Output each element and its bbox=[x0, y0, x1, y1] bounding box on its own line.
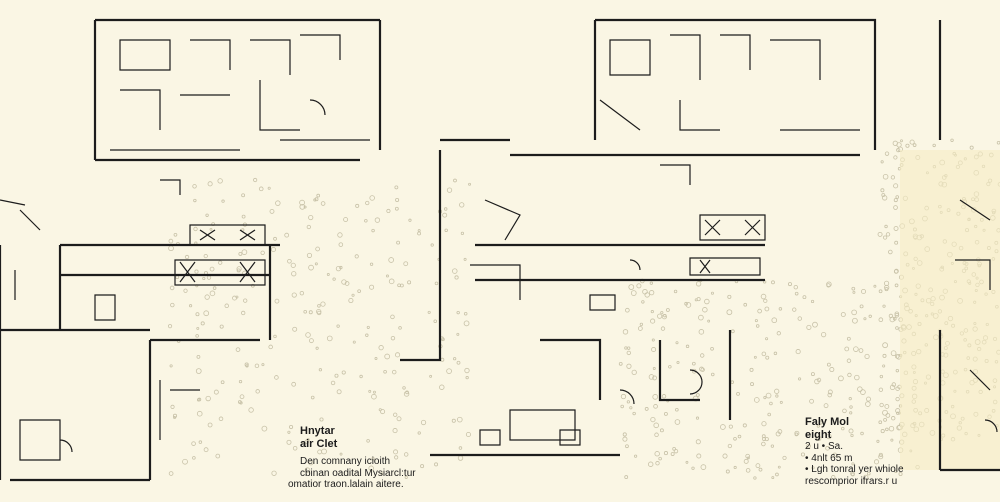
caption-text-line: cbinan oadital Mysiarcl:tur bbox=[300, 467, 416, 479]
caption-title-line: Hnytar bbox=[300, 425, 335, 437]
caption-text-line: 2 u • Sa. bbox=[805, 441, 843, 453]
caption-title-line: air Clet bbox=[300, 437, 338, 450]
caption-left: Hnytar air Clet Den comnany icioith cbin… bbox=[288, 425, 450, 491]
floor-plan-right bbox=[938, 20, 1000, 472]
caption-text-line: • 4nlt 65 m bbox=[805, 452, 853, 464]
caption-text-line: Den comnany icioith bbox=[300, 456, 391, 468]
floor-plan-left bbox=[0, 18, 382, 482]
floor-plan-middle bbox=[400, 18, 877, 457]
caption-title-line: Faly Mol bbox=[805, 416, 850, 428]
tinted-area bbox=[900, 150, 1000, 470]
caption-right: Faly Mol eight 2 u • Sa. • 4nlt 65 m • L… bbox=[805, 416, 945, 487]
caption-text-line: • Lgh tonral yer whiole bbox=[805, 464, 904, 476]
caption-text-line: omatior traon.lalain aitere. bbox=[288, 479, 404, 491]
caption-title-line: eight bbox=[805, 428, 832, 441]
caption-text-line: rescomprior ifrars.r u bbox=[805, 475, 898, 487]
